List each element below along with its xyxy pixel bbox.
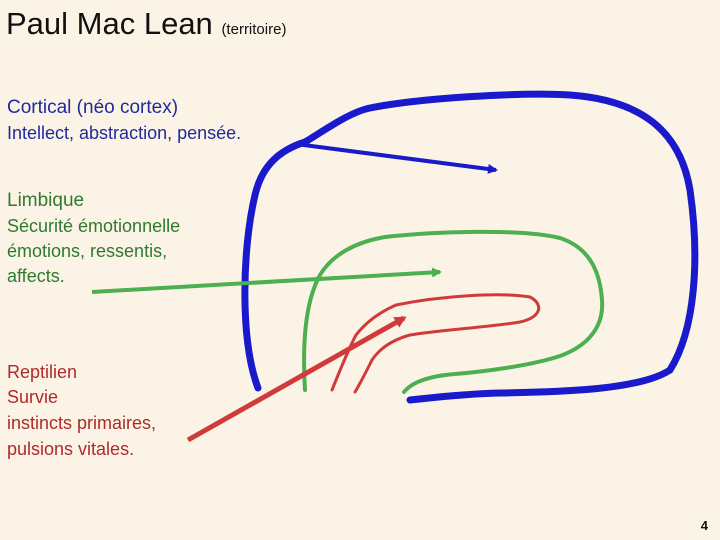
limbique-line1: émotions, ressentis, [7,241,168,261]
reptilien-heading: Reptilien [7,362,78,382]
title-main: Paul Mac Lean [6,6,213,41]
cortical-outline [241,90,699,404]
limbique-heading: Limbique [7,190,85,211]
reptilien-line3: pulsions vitales. [7,439,135,459]
limbique-line2: affects. [7,266,65,286]
cortical-description: Intellect, abstraction, pensée. [7,123,242,143]
limbique-arrow [91,267,442,294]
page-number: 4 [700,518,708,533]
reptilien-outline [330,293,541,394]
limbique-outline [302,229,605,394]
reptilien-arrow [186,315,407,443]
reptilien-line1: Survie [7,387,59,407]
reptilien-line2: instincts primaires, [7,413,157,433]
limbique-subheading: Sécurité émotionnelle [7,216,181,236]
cortical-heading: Cortical (néo cortex) [7,97,179,118]
cortical-arrow [295,142,498,174]
slide-title: Paul Mac Lean (territoire) [6,6,286,48]
title-subtitle: (territoire) [221,21,287,38]
